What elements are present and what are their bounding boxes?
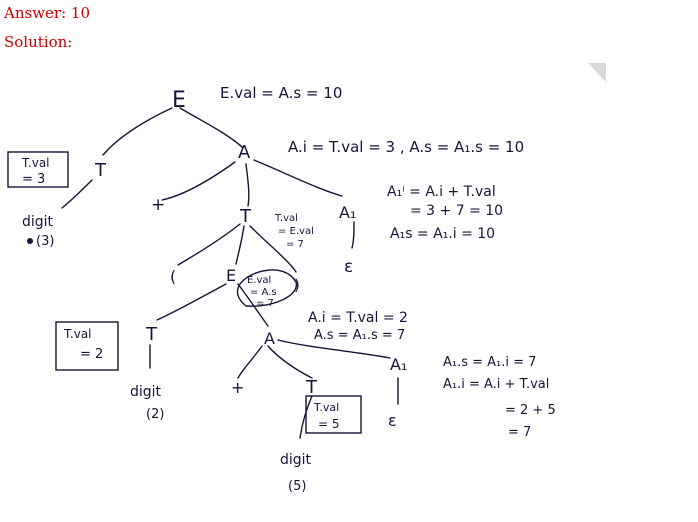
- node-plus-1: +: [151, 195, 165, 215]
- node-A-top: A: [238, 142, 251, 163]
- note-box-bottom-2: = 5: [318, 417, 340, 431]
- note-box-low-left-1: T.val: [63, 327, 92, 341]
- note-box-bottom-1: T.val: [313, 401, 339, 414]
- node-digit-2: digit: [130, 384, 162, 400]
- edge-A1-eps: [351, 221, 355, 249]
- note-box-left-2: = 3: [22, 172, 45, 187]
- note-t-mid-1: T.val: [274, 213, 298, 224]
- node-A1-top: A₁: [339, 203, 356, 222]
- note-e-inner-1: E.val: [247, 275, 271, 286]
- node-digit-2-value: (2): [146, 407, 164, 422]
- box-t-val-3: [7, 151, 69, 188]
- solution-label: Solution:: [4, 33, 73, 51]
- edge-E-A: [179, 107, 244, 149]
- edge-A-A1: [253, 159, 343, 197]
- node-digit-3-value: (3): [36, 234, 54, 249]
- node-paren-close: ): [294, 276, 300, 294]
- note-a1-top-3: A₁s = A₁.i = 10: [390, 226, 495, 242]
- note-t-mid-2: = E.val: [278, 226, 314, 237]
- edge-T-digit: [61, 179, 93, 209]
- note-a1-low-4: = 7: [508, 425, 531, 440]
- loop-e-val: [236, 269, 297, 307]
- node-paren-open: (: [170, 267, 176, 286]
- answer-text: Answer: 10: [4, 4, 90, 22]
- note-a-low-2: A.s = A₁.s = 7: [314, 328, 405, 343]
- node-T-mid: T: [239, 206, 252, 227]
- edge-E-T: [102, 107, 173, 156]
- node-plus-2: +: [231, 378, 244, 397]
- tree-edges: [61, 107, 399, 439]
- edge-A-T: [245, 163, 250, 207]
- node-digit-3: digit: [22, 214, 54, 230]
- page-corner-fold: [588, 63, 606, 82]
- edge-T-paren-close: [249, 225, 297, 273]
- ink-dot: [27, 238, 33, 244]
- note-a-low-1: A.i = T.val = 2: [308, 310, 408, 326]
- note-a1-top-1: A₁ⁱ = A.i + T.val: [387, 184, 496, 200]
- note-a1-low-2: A₁.i = A.i + T.val: [443, 377, 549, 392]
- note-a1-low-1: A₁.s = A₁.i = 7: [443, 355, 536, 370]
- note-a1-low-3: = 2 + 5: [505, 403, 556, 418]
- node-digit-5-value: (5): [288, 479, 306, 494]
- edge-T-E: [235, 225, 245, 265]
- note-root: E.val = A.s = 10: [220, 84, 342, 102]
- edge-E-T-low: [156, 283, 227, 321]
- node-E-root: E: [172, 88, 186, 113]
- note-t-mid-3: = 7: [286, 239, 304, 250]
- node-epsilon-2: ε: [388, 411, 397, 430]
- note-a-top: A.i = T.val = 3 , A.s = A₁.s = 10: [288, 138, 524, 156]
- node-T-left: T: [94, 160, 107, 181]
- edge-T-paren-open: [177, 223, 241, 266]
- note-box-left-1: T.val: [21, 156, 50, 170]
- node-T-low: T: [145, 324, 158, 345]
- edge-A-low-plus: [237, 345, 263, 379]
- node-A1-low: A₁: [390, 355, 407, 374]
- node-epsilon-1: ε: [344, 257, 353, 277]
- node-T-bottom: T: [305, 377, 318, 398]
- node-digit-5: digit: [280, 452, 312, 468]
- edge-A-plus: [161, 161, 236, 201]
- edge-A-low-T: [267, 345, 313, 379]
- node-E-inner: E: [226, 266, 236, 285]
- box-t-val-2: [55, 321, 119, 371]
- note-box-low-left-2: = 2: [80, 347, 103, 362]
- note-a1-top-2: = 3 + 7 = 10: [410, 203, 503, 219]
- edge-A-low-A1: [277, 339, 391, 359]
- node-A-low: A: [264, 329, 275, 348]
- note-e-inner-2: = A.s: [250, 287, 277, 298]
- edge-T-bottom-digit: [299, 395, 313, 439]
- note-e-inner-3: = 7: [256, 298, 274, 309]
- box-t-val-5: [305, 395, 362, 434]
